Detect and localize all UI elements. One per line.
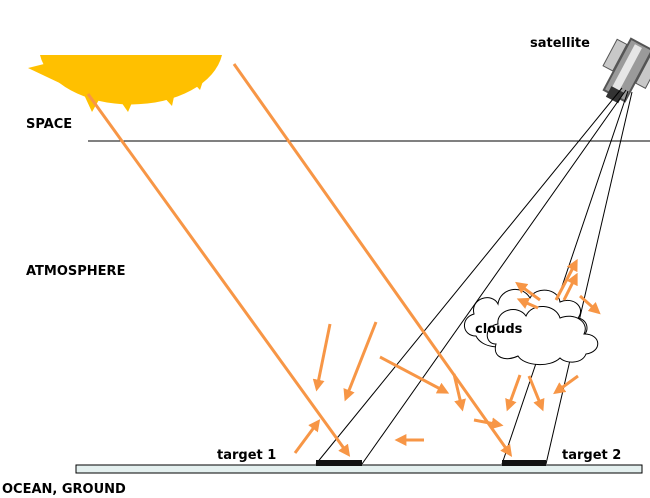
sight-line-target1-left <box>315 87 623 465</box>
target-1-label: target 1 <box>217 448 276 463</box>
sun-ray-1 <box>86 93 351 457</box>
sight-lines <box>315 87 633 465</box>
scatter-arrow <box>554 258 578 301</box>
scatter-arrow <box>312 323 332 392</box>
sight-line-target2-left <box>501 90 629 465</box>
sight-line-target1-right <box>361 89 627 465</box>
sun-icon <box>28 55 222 112</box>
ground-label: OCEAN, GROUND <box>2 482 126 497</box>
scatter-arrow <box>343 321 378 402</box>
sun-ray-2 <box>232 63 513 457</box>
target-2-marker <box>502 460 546 466</box>
space-label: SPACE <box>26 117 72 132</box>
scatter-arrow <box>527 375 545 412</box>
target-2-label: target 2 <box>562 448 621 463</box>
scatter-arrow <box>505 374 522 412</box>
scatter-arrow <box>553 374 579 395</box>
scatter-arrow <box>379 355 450 394</box>
scatter-arrow <box>452 373 466 412</box>
target-1-marker <box>316 460 362 466</box>
ground-surface <box>75 464 643 474</box>
cloud-icon <box>464 289 599 365</box>
sight-line-target2-right <box>545 91 633 465</box>
satellite-label: satellite <box>530 36 590 51</box>
scatter-arrow <box>473 417 504 430</box>
scatter-arrow <box>579 294 601 315</box>
sun-rays <box>86 63 513 457</box>
satellite-icon <box>602 37 650 104</box>
scatter-arrow <box>516 297 539 310</box>
scattered-light-arrows <box>293 258 601 454</box>
atmosphere-label: ATMOSPHERE <box>26 264 125 279</box>
scatter-arrow <box>562 272 578 301</box>
scatter-arrow <box>293 419 321 454</box>
scatter-arrow <box>515 281 541 302</box>
clouds-label: clouds <box>475 322 523 337</box>
